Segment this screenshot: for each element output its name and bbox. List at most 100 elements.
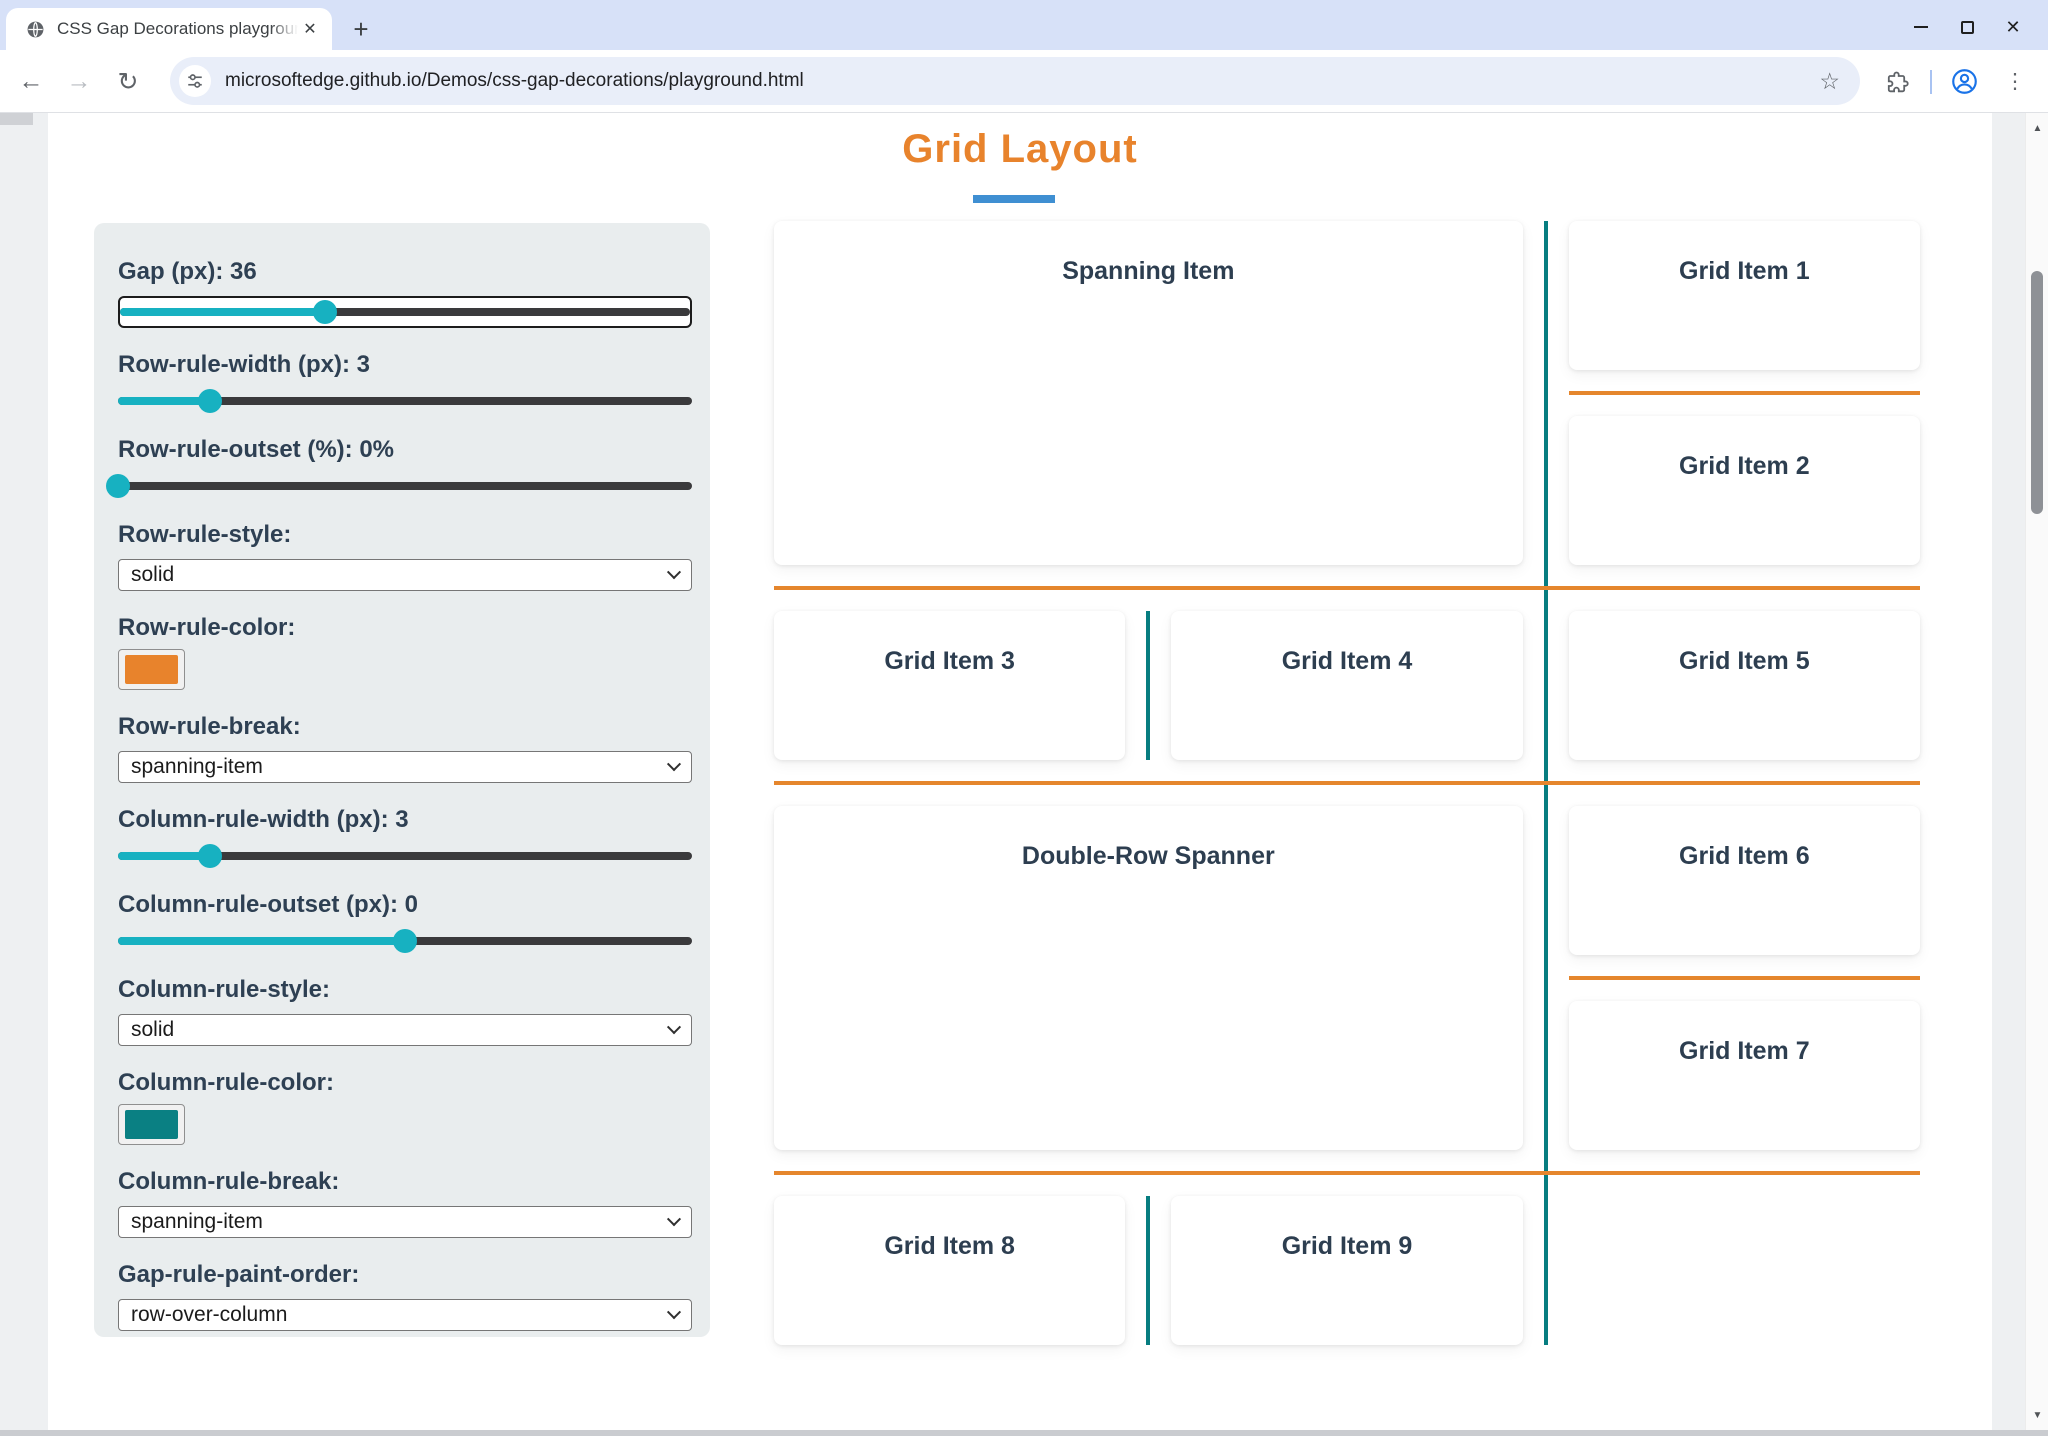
grid-item-1: Grid Item 1 bbox=[1568, 221, 1920, 370]
profile-avatar-icon bbox=[1951, 68, 1978, 95]
active-tab[interactable]: CSS Gap Decorations playgroun ✕ bbox=[6, 8, 332, 50]
slider-thumb[interactable] bbox=[197, 389, 222, 413]
slider-thumb[interactable] bbox=[393, 929, 417, 953]
row-rule-color-picker[interactable] bbox=[118, 649, 185, 690]
back-button[interactable]: ← bbox=[18, 67, 44, 95]
tab-close-icon[interactable]: ✕ bbox=[303, 21, 317, 38]
toolbar-divider bbox=[1930, 70, 1932, 94]
row-rule-style-label: Row-rule-style: bbox=[118, 521, 292, 548]
select-value: solid bbox=[131, 1018, 175, 1041]
minimize-button[interactable] bbox=[1898, 7, 1944, 47]
gap-rule-paint-order-label: Gap-rule-paint-order: bbox=[118, 1261, 360, 1288]
slider-track[interactable] bbox=[118, 389, 692, 413]
row-rule-outset-slider[interactable] bbox=[106, 474, 692, 498]
column-rule-segment-row3 bbox=[1146, 611, 1150, 760]
slider-thumb[interactable] bbox=[106, 474, 130, 498]
site-settings-icon[interactable] bbox=[179, 65, 211, 97]
column-rule-width-label: Column-rule-width (px): 3 bbox=[118, 806, 409, 833]
grid-item-8: Grid Item 8 bbox=[774, 1196, 1126, 1345]
select-value: solid bbox=[131, 563, 175, 586]
color-swatch bbox=[125, 655, 178, 684]
row-rule-style-select[interactable]: solid bbox=[118, 559, 692, 591]
page-title: Grid Layout bbox=[902, 127, 1138, 171]
select-value: row-over-column bbox=[131, 1303, 288, 1326]
maximize-icon bbox=[1960, 20, 1974, 34]
row-rule-width-group: Row-rule-width (px): 3 bbox=[118, 352, 692, 413]
forward-button[interactable]: → bbox=[66, 67, 92, 95]
column-rule-break-group: Column-rule-break: spanning-item bbox=[118, 1169, 692, 1238]
grid-item-5: Grid Item 5 bbox=[1568, 611, 1920, 760]
row-rule-full-gap5 bbox=[774, 1171, 1920, 1175]
browser-tab-bar: CSS Gap Decorations playgroun ✕ + ✕ bbox=[0, 0, 2048, 50]
gap-slider[interactable] bbox=[118, 296, 692, 328]
slider-track[interactable] bbox=[118, 844, 692, 868]
window-controls: ✕ bbox=[1898, 6, 2036, 48]
minimize-icon bbox=[1914, 26, 1928, 28]
slider-thumb[interactable] bbox=[313, 300, 338, 324]
slider-track[interactable] bbox=[120, 300, 690, 324]
scrollbar-thumb[interactable] bbox=[2031, 271, 2043, 514]
extensions-button[interactable] bbox=[1878, 50, 1916, 113]
window-edge-artifact bbox=[0, 113, 33, 125]
column-rule-style-group: Column-rule-style: solid bbox=[118, 977, 692, 1046]
column-rule-break-select[interactable]: spanning-item bbox=[118, 1206, 692, 1238]
chevron-down-icon bbox=[666, 1020, 682, 1035]
browser-menu-button[interactable]: ⋮ bbox=[2004, 70, 2026, 93]
slider-track[interactable] bbox=[118, 929, 692, 953]
row-rule-break-select[interactable]: spanning-item bbox=[118, 751, 692, 783]
column-rule-style-select[interactable]: solid bbox=[118, 1014, 692, 1046]
slider-fill bbox=[120, 300, 338, 324]
page-viewport: Grid Layout Gap (px): 36 Row-rule- bbox=[0, 113, 2048, 1430]
close-button[interactable]: ✕ bbox=[2005, 16, 2021, 37]
gap-control-group: Gap (px): 36 bbox=[118, 259, 692, 328]
tab-title: CSS Gap Decorations playgroun bbox=[57, 19, 298, 39]
chevron-down-icon bbox=[666, 757, 682, 772]
column-rule-width-group: Column-rule-width (px): 3 bbox=[118, 807, 692, 868]
row-rule-full-gap3 bbox=[774, 781, 1920, 785]
grid-item-4: Grid Item 4 bbox=[1171, 611, 1523, 760]
row-rule-outset-group: Row-rule-outset (%): 0% bbox=[106, 436, 692, 498]
address-bar[interactable]: microsoftedge.github.io/Demos/css-gap-de… bbox=[170, 57, 1860, 105]
row-rule-width-slider[interactable] bbox=[118, 389, 692, 413]
url-text[interactable]: microsoftedge.github.io/Demos/css-gap-de… bbox=[225, 70, 804, 91]
maximize-button[interactable] bbox=[1944, 7, 1990, 47]
column-rule-segment-row6 bbox=[1146, 1196, 1150, 1345]
scroll-up-icon[interactable]: ▲ bbox=[2032, 122, 2043, 134]
new-tab-button[interactable]: + bbox=[353, 13, 369, 44]
row-rule-break-label: Row-rule-break: bbox=[118, 713, 301, 740]
grid-item-6: Grid Item 6 bbox=[1568, 806, 1920, 955]
puzzle-icon bbox=[1885, 70, 1909, 94]
globe-favicon-icon bbox=[26, 20, 45, 39]
gap-rule-paint-order-select[interactable]: row-over-column bbox=[118, 1299, 692, 1331]
title-underline bbox=[973, 195, 1055, 203]
grid-item-3: Grid Item 3 bbox=[774, 611, 1126, 760]
bookmark-star-icon[interactable]: ☆ bbox=[1819, 67, 1840, 94]
slider-track[interactable] bbox=[106, 474, 692, 498]
column-rule-outset-slider[interactable] bbox=[118, 929, 692, 953]
column-rule-style-label: Column-rule-style: bbox=[118, 976, 331, 1003]
column-rule-width-slider[interactable] bbox=[118, 844, 692, 868]
column-rule-outset-label: Column-rule-outset (px): 0 bbox=[118, 891, 418, 918]
row-rule-outset-label: Row-rule-outset (%): 0% bbox=[118, 436, 394, 463]
column-rule-color-picker[interactable] bbox=[118, 1104, 185, 1145]
row-rule-full-gap2 bbox=[774, 586, 1920, 590]
slider-thumb[interactable] bbox=[197, 844, 222, 868]
grid-item-2: Grid Item 2 bbox=[1568, 416, 1920, 565]
vertical-scrollbar[interactable]: ▲ ▼ bbox=[2025, 113, 2048, 1430]
scroll-down-icon[interactable]: ▼ bbox=[2032, 1409, 2043, 1421]
row-rule-col3-gap4 bbox=[1569, 976, 1920, 980]
row-rule-color-group: Row-rule-color: bbox=[118, 615, 692, 690]
page-main: Grid Layout Gap (px): 36 Row-rule- bbox=[48, 113, 1992, 1430]
column-rule-outset-group: Column-rule-outset (px): 0 bbox=[118, 892, 692, 953]
gap-rule-paint-order-group: Gap-rule-paint-order: row-over-column bbox=[118, 1262, 692, 1331]
gap-label: Gap (px): 36 bbox=[118, 258, 257, 285]
select-value: spanning-item bbox=[131, 1210, 263, 1233]
profile-button[interactable] bbox=[1944, 50, 1984, 113]
row-rule-break-group: Row-rule-break: spanning-item bbox=[118, 714, 692, 783]
color-swatch bbox=[125, 1110, 178, 1139]
reload-button[interactable]: ↻ bbox=[117, 67, 139, 96]
column-rule-break-label: Column-rule-break: bbox=[118, 1168, 340, 1195]
slider-fill bbox=[118, 844, 222, 868]
chevron-down-icon bbox=[666, 1212, 682, 1227]
